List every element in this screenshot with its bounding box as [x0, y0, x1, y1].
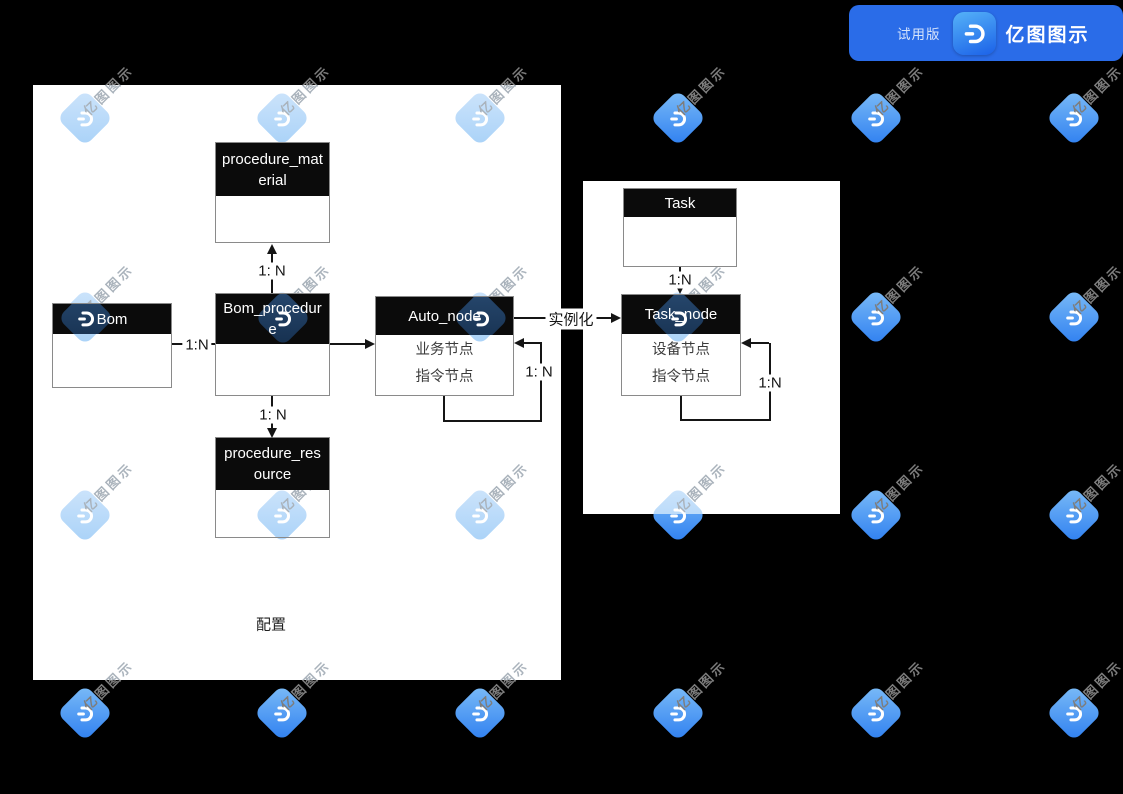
- entity-title: Auto_node: [408, 307, 481, 325]
- edraw-logo-icon: [952, 11, 996, 55]
- entity-body: [624, 217, 736, 264]
- entity-body: [216, 490, 329, 535]
- label-bomprocedure-material[interactable]: 1: N: [255, 262, 289, 280]
- entity-row: 设备节点: [652, 341, 710, 358]
- entity-body: [216, 196, 329, 240]
- arrowhead-right-icon: [365, 339, 375, 349]
- entity-title: Task: [664, 194, 696, 212]
- entity-task-node[interactable]: Task_node 设备节点 指令节点: [621, 294, 741, 396]
- entity-row: 业务节点: [415, 342, 474, 358]
- label-instantiation[interactable]: 实例化: [545, 308, 597, 330]
- label-tasknode-loop[interactable]: 1:N: [755, 374, 785, 392]
- connector-autonode-loop: [443, 420, 542, 422]
- config-container-label[interactable]: 配置: [255, 616, 287, 634]
- connector-autonode-loop: [524, 342, 542, 344]
- label-bomprocedure-resource[interactable]: 1: N: [256, 406, 290, 424]
- entity-title: Task_node: [644, 306, 718, 323]
- connector-tasknode-loop: [751, 342, 769, 344]
- connector-autonode-loop: [540, 343, 542, 422]
- arrowhead-left-icon: [741, 338, 751, 348]
- trial-badge[interactable]: 试用版 亿图图示: [849, 5, 1123, 61]
- entity-row: 指令节点: [415, 369, 474, 385]
- brand-name: 亿图图示: [1005, 24, 1090, 46]
- connector-tasknode-loop: [680, 419, 771, 421]
- entity-body: 设备节点 指令节点: [622, 334, 740, 393]
- arrowhead-right-icon: [611, 313, 621, 323]
- label-bom-bomprocedure[interactable]: 1:N: [182, 336, 212, 354]
- entity-bom[interactable]: Bom: [52, 303, 172, 388]
- entity-title: Bom: [96, 310, 128, 328]
- connector-autonode-loop: [443, 396, 445, 421]
- entity-title: procedure_material: [222, 150, 323, 189]
- entity-body: 业务节点 指令节点: [376, 335, 513, 393]
- entity-auto-node[interactable]: Auto_node 业务节点 指令节点: [375, 296, 514, 396]
- entity-body: [216, 344, 329, 393]
- task-container[interactable]: 亿图图示亿图图示: [583, 181, 840, 514]
- entity-procedure-material[interactable]: procedure_material: [215, 142, 330, 243]
- trial-version-label: 试用版: [897, 27, 941, 42]
- entity-task[interactable]: Task: [623, 188, 737, 267]
- entity-procedure-resource[interactable]: procedure_resource: [215, 437, 330, 538]
- label-task-tasknode[interactable]: 1:N: [665, 271, 695, 289]
- connector-tasknode-loop: [680, 396, 682, 421]
- entity-body: [53, 334, 171, 385]
- connector-bomprocedure-autonode: [330, 343, 366, 345]
- arrowhead-left-icon: [514, 338, 524, 348]
- arrowhead-up-icon: [267, 244, 277, 254]
- label-autonode-loop[interactable]: 1: N: [522, 363, 556, 381]
- arrowhead-down-icon: [267, 428, 277, 438]
- entity-title: procedure_resource: [224, 445, 321, 483]
- entity-title: Bom_procedure: [223, 300, 322, 338]
- entity-row: 指令节点: [652, 368, 710, 385]
- entity-bom-procedure[interactable]: Bom_procedure: [215, 293, 330, 396]
